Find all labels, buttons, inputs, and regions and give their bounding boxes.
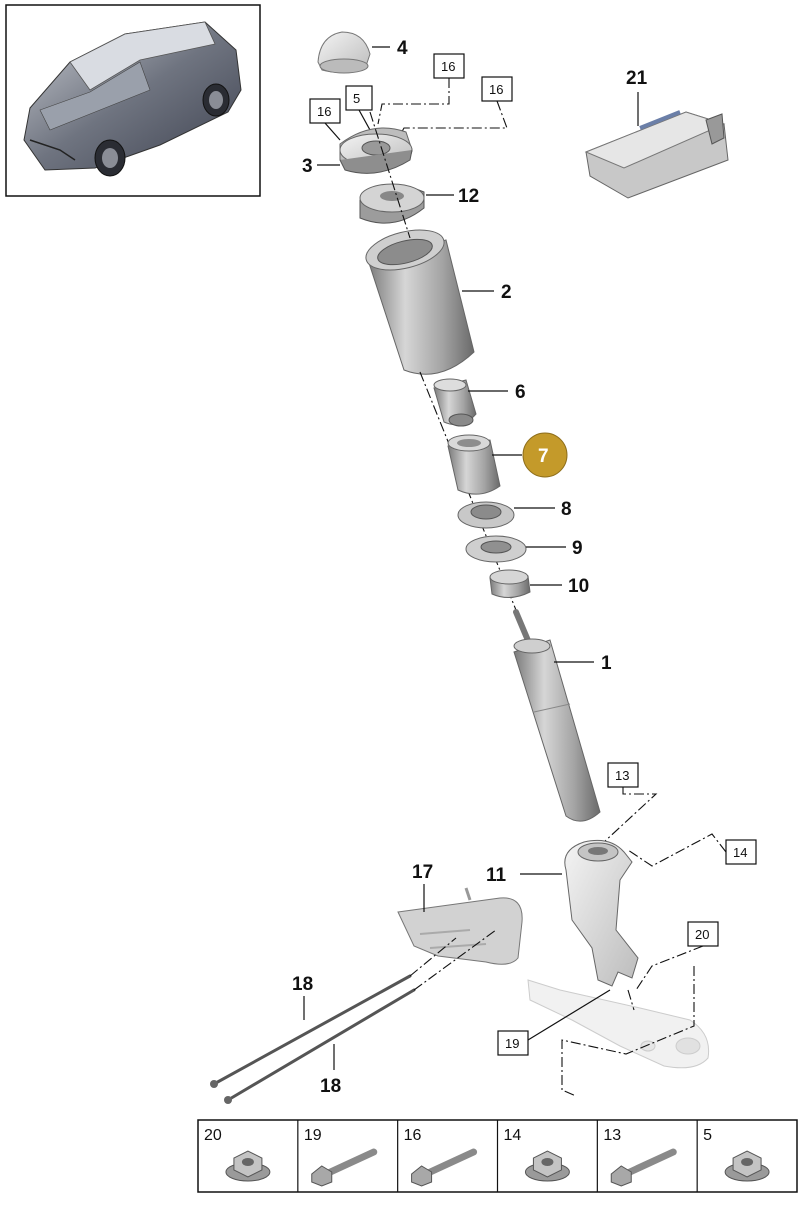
ref-box-19[interactable]: 19 [497, 989, 635, 1056]
part-2-air-spring: 2 [365, 229, 512, 375]
ref-box-16-top[interactable]: 16 [377, 53, 465, 125]
ref-box-13-upper[interactable]: 13 [603, 762, 658, 843]
ref-box-14-right[interactable]: 14 [627, 833, 757, 867]
callout-21[interactable]: 21 [626, 68, 648, 89]
part-10-bushing: 10 [489, 569, 589, 598]
bolt-icon [411, 1148, 478, 1187]
hardware-cell-5[interactable]: 5 [696, 1120, 770, 1192]
svg-text:16: 16 [489, 82, 503, 97]
callout-18-lower[interactable]: 18 [320, 1076, 341, 1097]
svg-text:13: 13 [615, 768, 629, 783]
svg-text:5: 5 [353, 91, 360, 106]
callout-8[interactable]: 8 [561, 499, 572, 520]
svg-text:16: 16 [317, 104, 331, 119]
flange-nut-icon [724, 1150, 770, 1182]
part-21-control-unit: 21 [584, 68, 729, 199]
callout-4[interactable]: 4 [397, 38, 408, 59]
hardware-cell-16[interactable]: 16 [397, 1120, 478, 1192]
hardware-label: 5 [703, 1127, 712, 1144]
flange-nut-icon [524, 1150, 570, 1182]
bolt-icon [610, 1148, 677, 1187]
callout-9[interactable]: 9 [572, 538, 583, 559]
part-8-spring-seat: 8 [457, 499, 572, 529]
part-3-strut-mount: 3 [302, 127, 413, 177]
hardware-label: 16 [404, 1127, 422, 1144]
flange-nut-icon [225, 1150, 271, 1182]
ref-box-16-right[interactable]: 16 [395, 76, 513, 143]
hardware-cell-14[interactable]: 14 [496, 1120, 570, 1192]
callout-3[interactable]: 3 [302, 156, 313, 177]
hardware-label: 14 [504, 1127, 522, 1144]
part-7-protective-tube [447, 434, 522, 495]
svg-text:14: 14 [733, 845, 747, 860]
ref-box-16-left[interactable]: 16 [309, 98, 341, 141]
hardware-label: 20 [204, 1127, 222, 1144]
callout-2[interactable]: 2 [501, 282, 512, 303]
ref-box-20[interactable]: 20 [561, 921, 719, 1097]
callout-6[interactable]: 6 [515, 382, 526, 403]
lower-control-arm-ghost [527, 979, 710, 1069]
callout-17[interactable]: 17 [412, 862, 433, 883]
part-17-heat-shield: 17 [397, 862, 523, 965]
svg-text:19: 19 [505, 1036, 519, 1051]
callout-7-selected[interactable]: 7 [522, 432, 568, 478]
bolt-icon [311, 1148, 378, 1187]
hardware-label: 13 [603, 1127, 621, 1144]
hardware-cell-19[interactable]: 19 [297, 1120, 378, 1192]
hardware-cell-20[interactable]: 20 [204, 1127, 271, 1182]
part-4-cap: 4 [317, 31, 408, 74]
part-9-washer: 9 [465, 535, 583, 563]
part-18-long-bolts: 18 18 [210, 929, 497, 1104]
svg-text:20: 20 [695, 927, 709, 942]
callout-1[interactable]: 1 [601, 653, 612, 674]
vehicle-thumbnail [5, 4, 261, 197]
callout-18-upper[interactable]: 18 [292, 974, 313, 995]
svg-text:16: 16 [441, 59, 455, 74]
svg-text:7: 7 [538, 446, 549, 467]
part-6-bump-stop: 6 [433, 378, 526, 427]
hardware-strip: 20 19 16 14 13 5 [197, 1119, 798, 1193]
hardware-label: 19 [304, 1127, 322, 1144]
callout-12[interactable]: 12 [458, 186, 479, 207]
car-silhouette-icon [23, 21, 242, 177]
hardware-cell-13[interactable]: 13 [596, 1120, 677, 1192]
callout-10[interactable]: 10 [568, 576, 589, 597]
part-11-wheel-carrier: 11 [486, 839, 639, 987]
ref-box-5[interactable]: 5 [345, 85, 373, 131]
callout-11[interactable]: 11 [486, 865, 507, 886]
part-1-shock-absorber: 1 [513, 609, 612, 822]
part-12-bearing: 12 [359, 183, 479, 224]
